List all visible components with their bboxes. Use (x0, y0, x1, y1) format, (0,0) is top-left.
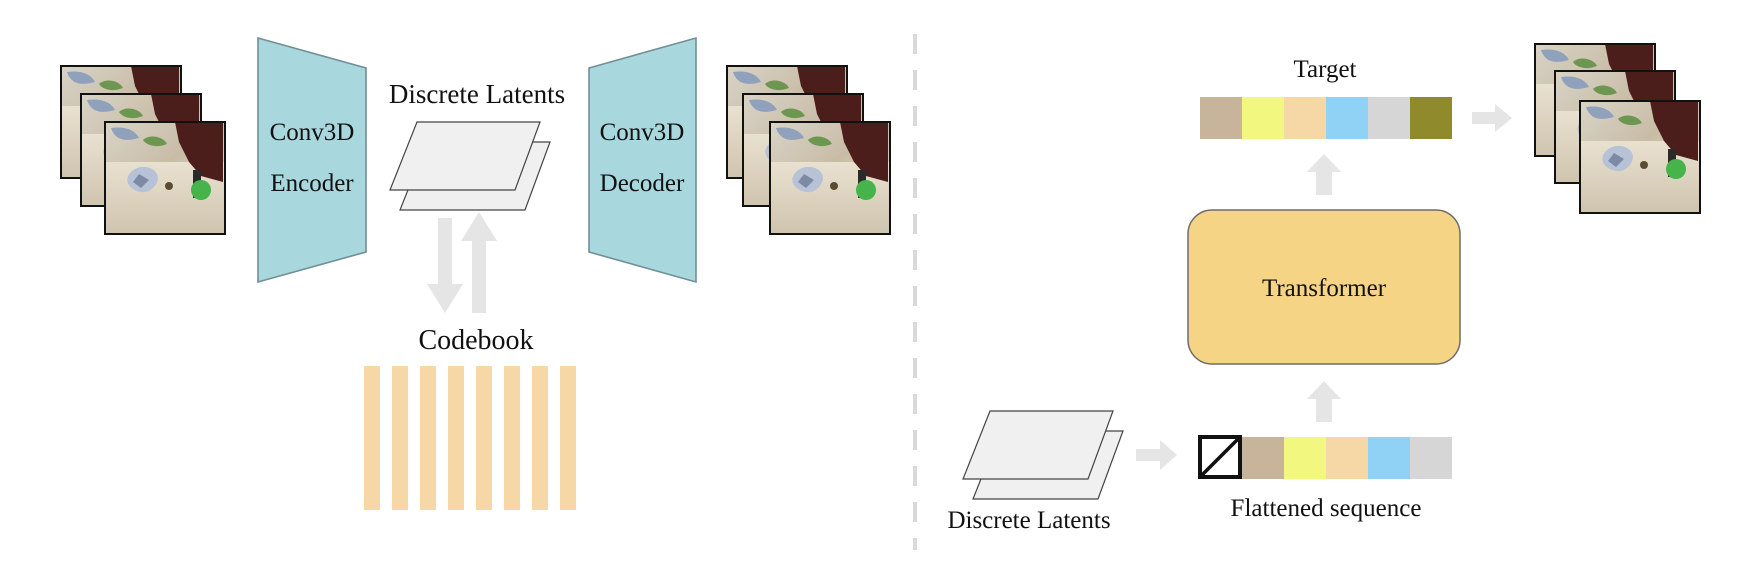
decoder-label-line-1: Conv3D (600, 119, 685, 146)
right-arrow-icon (1472, 104, 1512, 132)
decoder-label-line-2: Decoder (600, 170, 685, 197)
right-arrow-icon (1136, 440, 1177, 470)
codebook-label: Codebook (418, 325, 533, 356)
target-token-sequence (1200, 97, 1452, 139)
down-arrow-icon (427, 218, 463, 313)
discrete-latents-label-left: Discrete Latents (389, 79, 565, 109)
flattened-sequence-label: Flattened sequence (1231, 495, 1422, 522)
target-label: Target (1293, 56, 1356, 83)
encoder-label-line-1: Conv3D (270, 119, 355, 146)
up-arrow-icon (461, 212, 497, 313)
codebook-entries (364, 366, 576, 510)
up-arrow-icon (1307, 381, 1341, 422)
discrete-latents-label-right: Discrete Latents (947, 507, 1110, 534)
transformer-label: Transformer (1262, 275, 1387, 302)
transformer-block: Transformer (1187, 209, 1461, 365)
encoder-label-line-2: Encoder (270, 170, 354, 197)
conv3d-decoder: Conv3D Decoder (588, 36, 697, 284)
input-video-frames (60, 65, 226, 235)
conv3d-encoder: Conv3D Encoder (257, 36, 367, 284)
stacked-planes-icon (962, 410, 1124, 500)
flattened-token-sequence (1198, 435, 1452, 479)
up-arrow-icon (1307, 154, 1341, 195)
stacked-planes-icon (389, 121, 551, 211)
codebook-lookup-arrows (427, 212, 497, 313)
predicted-video-frames (1534, 43, 1701, 214)
reconstructed-video-frames (726, 65, 891, 235)
start-token-icon (1198, 435, 1242, 479)
